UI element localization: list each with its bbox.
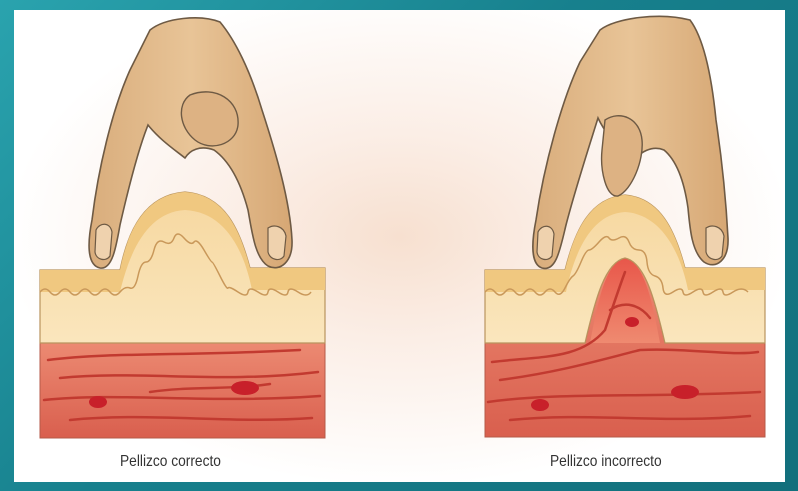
blood-vessel-right-3 [625, 317, 639, 327]
blood-vessel-left-1 [89, 396, 107, 408]
blood-vessel-left-2 [231, 381, 259, 395]
caption-correct-pinch: Pellizco correcto [120, 453, 221, 471]
blood-vessel-right-2 [671, 385, 699, 399]
fingernail-right-thumb [537, 226, 554, 259]
caption-incorrect-pinch: Pellizco incorrecto [550, 453, 662, 471]
fingernail-left-thumb [95, 224, 112, 259]
fingernail-left-index [268, 226, 286, 259]
finger-fold-right [602, 116, 643, 196]
incorrect-pinch-diagram [485, 16, 765, 437]
blood-vessel-right-1 [531, 399, 549, 411]
fingernail-right-index [706, 226, 724, 259]
correct-pinch-diagram [40, 18, 325, 438]
